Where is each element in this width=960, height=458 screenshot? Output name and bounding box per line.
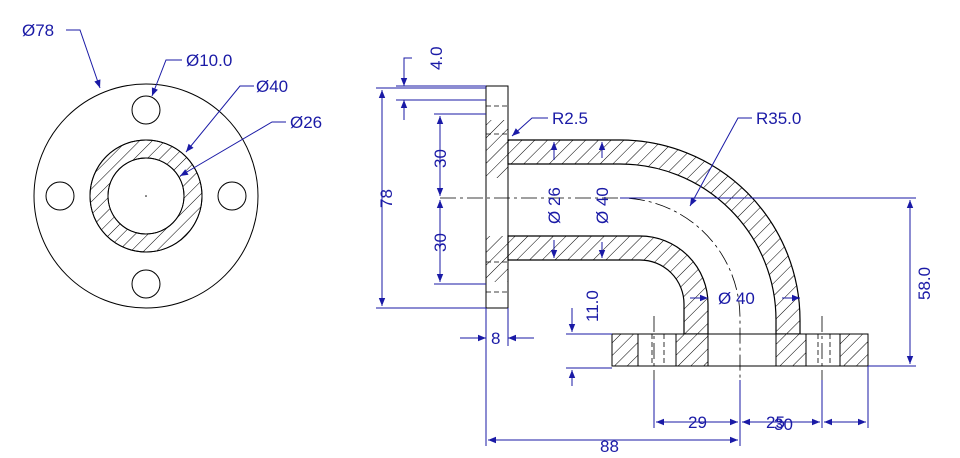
label-overall-length: 88: [600, 437, 619, 456]
bolt-hole-right: [217, 181, 247, 211]
bolt-hole-left: [45, 181, 75, 211]
bolt-hole-bottom: [131, 269, 161, 299]
base-flange-hatch-mid-left: [675, 333, 709, 367]
pipe-inner-circle: [107, 157, 185, 235]
label-outer-diameter: Ø78: [22, 21, 54, 40]
label-flange-thickness: 4.0: [427, 46, 446, 70]
label-fillet-radius: R2.5: [552, 109, 588, 128]
label-upper-spacing: 30: [431, 149, 450, 168]
label-outer-diameter-horizontal: Ø 40: [718, 289, 755, 308]
label-bend-radius: R35.0: [756, 109, 801, 128]
label-base-flange-thickness: 11.0: [583, 290, 602, 322]
label-right-spacing-b: 30: [774, 415, 793, 434]
label-bolt-hole: Ø10.0: [186, 51, 232, 70]
vertical-flange-hatch-bottom: [486, 236, 508, 282]
flange-outer-circle: [33, 83, 259, 309]
label-vertical-offset: 58.0: [915, 267, 934, 300]
label-lower-spacing: 30: [431, 233, 450, 252]
label-flange-width: 8: [491, 329, 500, 348]
base-flange-hatch-mid-right: [775, 333, 807, 367]
label-bend-offset: 29: [688, 413, 707, 432]
leader-pipe-outer: [185, 85, 254, 153]
vertical-flange-hatch-top: [486, 120, 508, 178]
elbow-centerline: [440, 197, 741, 380]
front-view: Ø78 Ø10.0 Ø40 Ø26: [22, 21, 322, 309]
label-pipe-outer: Ø40: [256, 77, 288, 96]
label-outer-diameter-vertical: Ø 40: [593, 187, 612, 224]
base-flange-hatch-left: [611, 333, 639, 367]
label-right-spacing-a: 25: [766, 413, 785, 432]
leader-bolt-hole: [151, 59, 182, 97]
center-point: [145, 195, 147, 197]
label-inner-diameter: Ø 26: [545, 187, 564, 224]
side-view: 4.0 78 30 30 R2.5 R35.0 Ø 26 Ø 40 Ø 40: [376, 46, 934, 456]
label-pipe-inner: Ø26: [290, 113, 322, 132]
label-overall-height: 78: [377, 189, 396, 208]
base-flange-hatch-right: [839, 333, 869, 367]
leader-pipe-inner: [179, 121, 286, 177]
leader-outer-diameter: [66, 29, 101, 89]
elbow-inner-wall: [507, 235, 709, 335]
pipe-outer-circle: [89, 139, 203, 253]
bolt-hole-top: [131, 95, 161, 125]
